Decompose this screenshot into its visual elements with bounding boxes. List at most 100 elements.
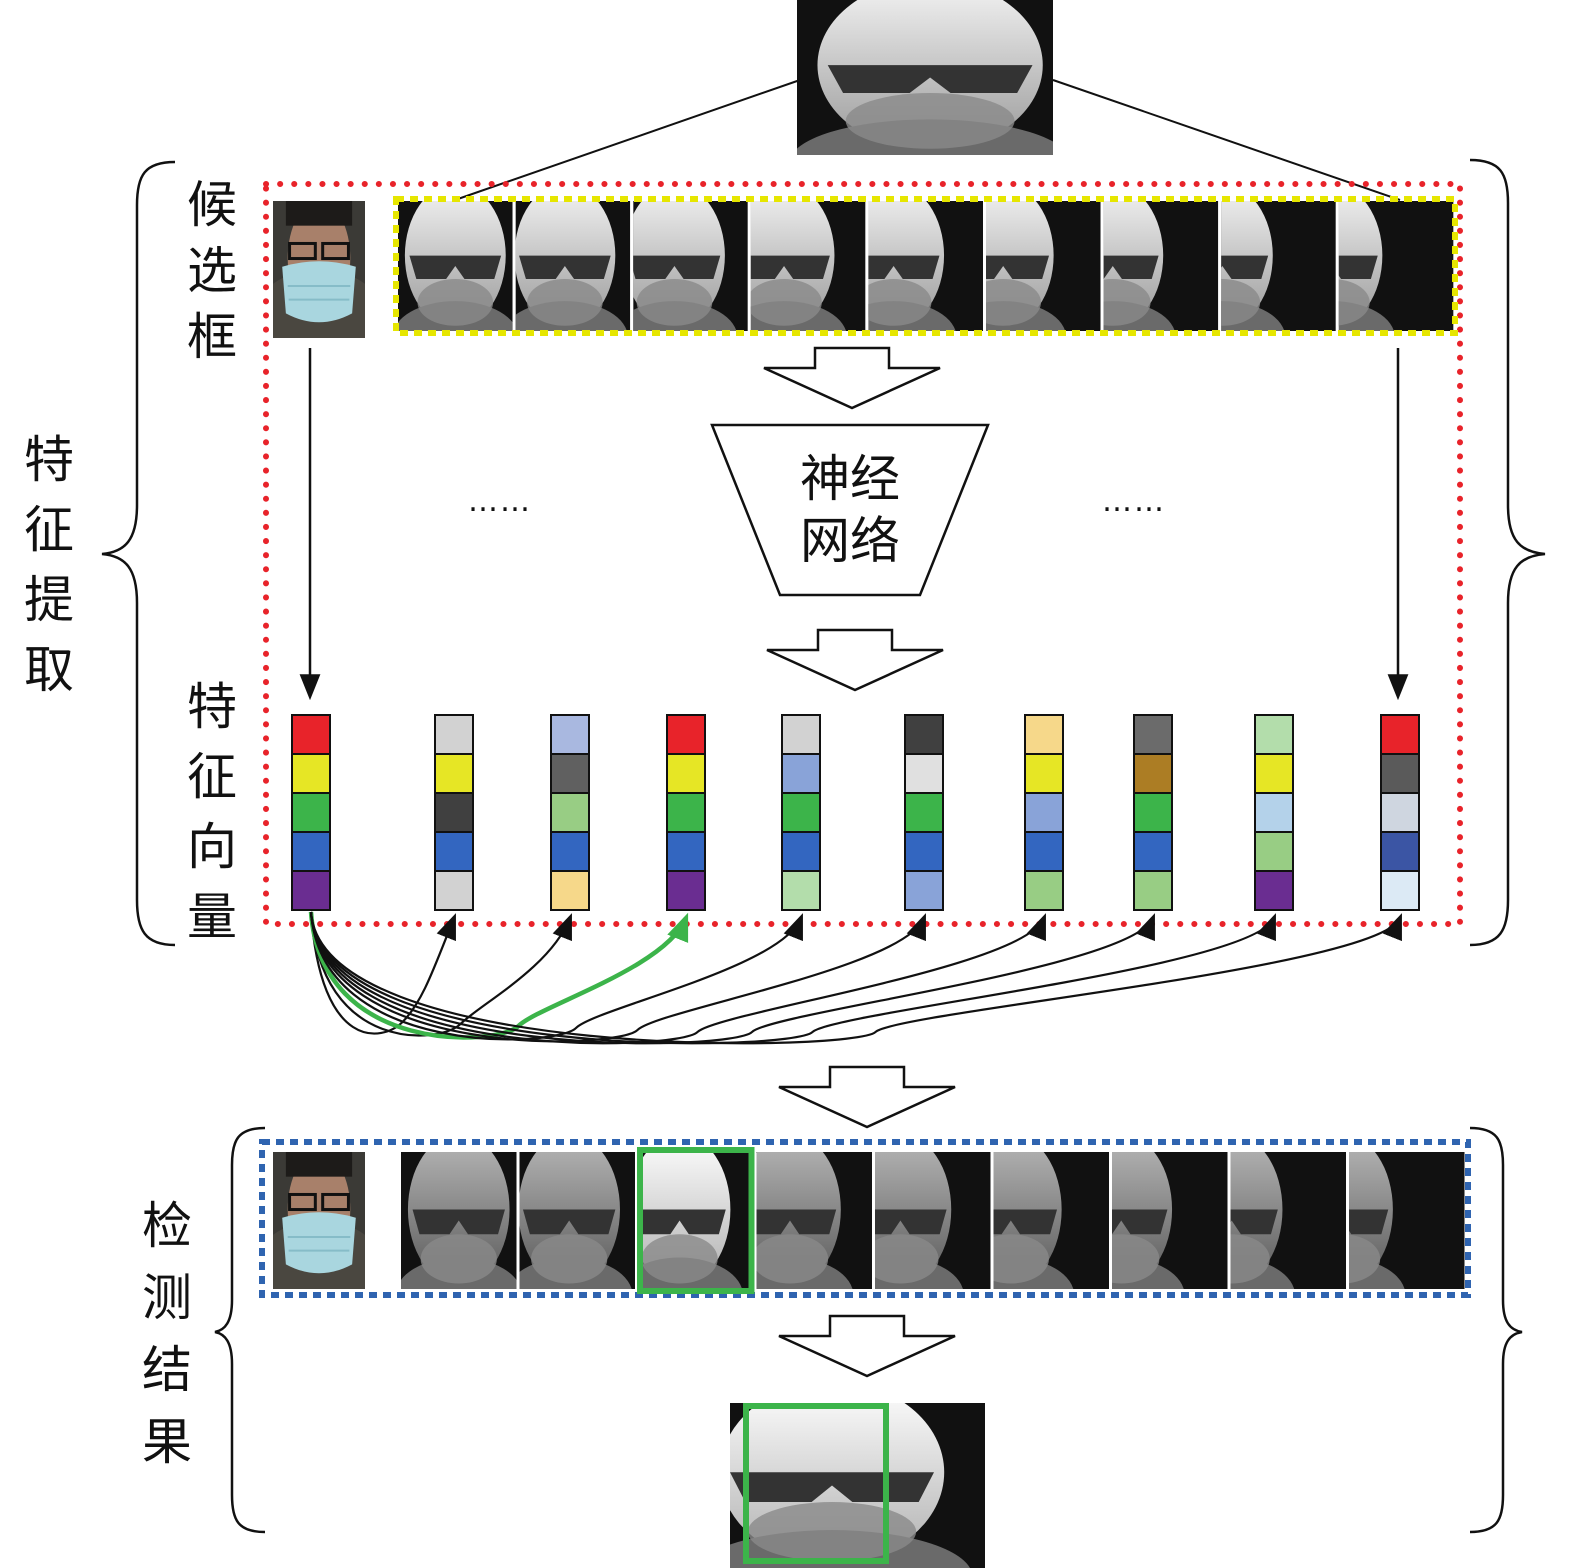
feature-vector-7 [1024,714,1064,911]
feature-cell [904,870,944,911]
feature-cell [1024,753,1064,794]
thermal-face-sunglasses-mask-icon [398,201,513,331]
feature-cell [1133,714,1173,755]
feature-cell [904,831,944,872]
feature-cell [781,831,821,872]
feature-extraction-left-brace [101,160,176,947]
feature-cell [1133,831,1173,872]
candidate-strip-dotted-border [393,196,1458,336]
top-image-right-line [1052,79,1401,201]
candidate-boxes-label: 候 选 框 [187,176,237,366]
feature-cell [1380,831,1420,872]
feature-cell [781,870,821,911]
feature-cell [1133,792,1173,833]
detection-strip [401,1147,1465,1294]
feature-cell [904,753,944,794]
thermal-face-sunglasses-mask-icon [1221,201,1336,331]
feature-cell [1024,831,1064,872]
detection-left-brace [214,1126,266,1534]
hollow-arrow-from-network [766,628,944,692]
comparison-arrow [309,911,572,1037]
top-thermal-image [797,0,1053,155]
thermal-face-sunglasses-mask-icon [515,201,631,331]
thermal-face-sunglasses-mask-icon [1230,1152,1346,1289]
feature-vector-8 [1133,714,1173,911]
feature-cell [666,870,706,911]
feature-cell [666,792,706,833]
thermal-face-sunglasses-mask-icon [519,1152,635,1289]
thermal-face-sunglasses-mask-icon [1349,1152,1465,1289]
detection-results-label: 检 测 结 果 [142,1197,192,1471]
neural-network-label: 神经 网络 [800,450,900,570]
thermal-face-sunglasses-mask-icon [638,1152,754,1289]
feature-cell [291,792,331,833]
feature-cell [1380,792,1420,833]
feature-vector-1 [291,714,331,911]
feature-cell [434,714,474,755]
feature-cell [1133,753,1173,794]
comparison-arrow [309,911,1046,1045]
feature-cell [1254,753,1294,794]
feature-vector-9 [1254,714,1294,911]
comparison-arrow [309,911,1155,1045]
feature-cell [1380,714,1420,755]
top-image-left-line [454,79,801,201]
feature-cell [1380,753,1420,794]
comparison-arrows [308,911,1402,1045]
thermal-face-sunglasses-mask-icon [993,1152,1109,1289]
comparison-arrow [309,911,803,1041]
thermal-face-sunglasses-mask-icon [875,1152,991,1289]
feature-cell [550,870,590,911]
feature-extraction-dotted-box [263,181,1463,927]
neural-network-trapezoid [710,423,990,597]
feature-vector-3 [550,714,590,911]
feature-cell [291,870,331,911]
feature-cell [291,714,331,755]
left-ellipsis: …… [468,484,532,519]
feature-cell [666,753,706,794]
feature-cell [550,714,590,755]
feature-cell [1024,792,1064,833]
detection-dotted-box [259,1139,1471,1298]
feature-cell [781,753,821,794]
feature-cell [1254,870,1294,911]
thermal-face-sunglasses-mask-icon [401,1152,517,1289]
thermal-face-sunglasses-mask-icon [750,201,866,331]
feature-cell [904,792,944,833]
feature-extraction-label: 特 征 提 取 [24,431,74,699]
feature-cell [781,792,821,833]
feature-cell [666,714,706,755]
thermal-face-sunglasses-mask-icon [1103,201,1219,331]
hollow-arrow-to-network [763,346,941,410]
feature-vector-6 [904,714,944,911]
feature-vector-2 [434,714,474,911]
comparison-arrow [309,911,1276,1045]
feature-cell [1254,831,1294,872]
feature-cell [550,753,590,794]
feature-vectors-label: 特 征 向 量 [187,678,237,946]
feature-cell [1254,792,1294,833]
feature-cell [434,870,474,911]
feature-vector-5 [781,714,821,911]
feature-cell [781,714,821,755]
feature-cell [434,792,474,833]
thermal-face-sunglasses-mask-icon [633,201,748,331]
right-ellipsis: …… [1102,484,1166,519]
thermal-face-sunglasses-mask-icon [730,1403,985,1568]
feature-cell [1024,714,1064,755]
detection-right-brace [1469,1126,1523,1534]
feature-cell [666,831,706,872]
feature-cell [550,792,590,833]
feature-vectors [291,714,1420,911]
feature-cell [434,831,474,872]
masked-face-photo-icon [273,1152,365,1289]
candidate-box-strip [398,201,1454,331]
final-result-highlight [743,1403,889,1564]
match-arrow [308,911,689,1040]
thermal-face-sunglasses-mask-icon [986,201,1101,331]
feature-cell [1380,870,1420,911]
hollow-arrow-to-result [778,1314,956,1378]
feature-cell [904,714,944,755]
